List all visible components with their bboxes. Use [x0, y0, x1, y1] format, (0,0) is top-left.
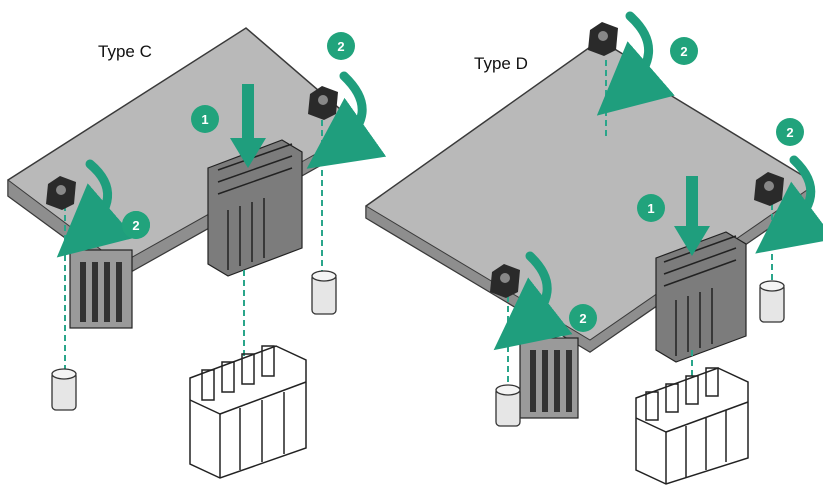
thumbscrew-icon — [588, 22, 618, 56]
label-type-d: Type D — [474, 54, 528, 73]
board-connector-left-c — [69, 249, 133, 329]
curved-arrow-icon — [56, 159, 135, 258]
board-connector-center-d — [655, 231, 747, 363]
panel-type-c: 1 2 2 — [7, 27, 387, 479]
connector-icon — [635, 367, 749, 485]
curved-arrow-icon — [755, 155, 823, 254]
standoff-icon — [759, 280, 785, 323]
standoff-icon — [495, 384, 521, 427]
svg-text:2: 2 — [337, 39, 344, 54]
down-arrow-icon — [674, 176, 710, 256]
svg-text:2: 2 — [680, 44, 687, 59]
down-arrow-icon — [230, 84, 266, 168]
curved-arrow-icon — [596, 11, 675, 116]
curved-arrow-icon — [306, 71, 387, 169]
svg-text:2: 2 — [786, 125, 793, 140]
step-badge: 1 — [637, 194, 665, 222]
svg-text:2: 2 — [132, 218, 139, 233]
curved-arrow-icon — [493, 251, 573, 351]
svg-text:1: 1 — [647, 201, 654, 216]
board-connector-left-d — [519, 337, 579, 419]
step-badge: 2 — [670, 37, 698, 65]
step-badge: 2 — [122, 211, 150, 239]
standoff-icon — [51, 368, 77, 411]
board-connector-center-c — [207, 139, 303, 277]
step-badge: 2 — [327, 32, 355, 60]
standoff-icon — [311, 270, 337, 315]
step-badge: 1 — [191, 105, 219, 133]
svg-text:1: 1 — [201, 112, 208, 127]
connector-icon — [189, 345, 307, 479]
panel-type-d: 1 2 2 2 — [365, 11, 823, 485]
step-badge: 2 — [776, 118, 804, 146]
svg-text:2: 2 — [579, 311, 586, 326]
label-type-c: Type C — [98, 42, 152, 61]
step-badge: 2 — [569, 304, 597, 332]
